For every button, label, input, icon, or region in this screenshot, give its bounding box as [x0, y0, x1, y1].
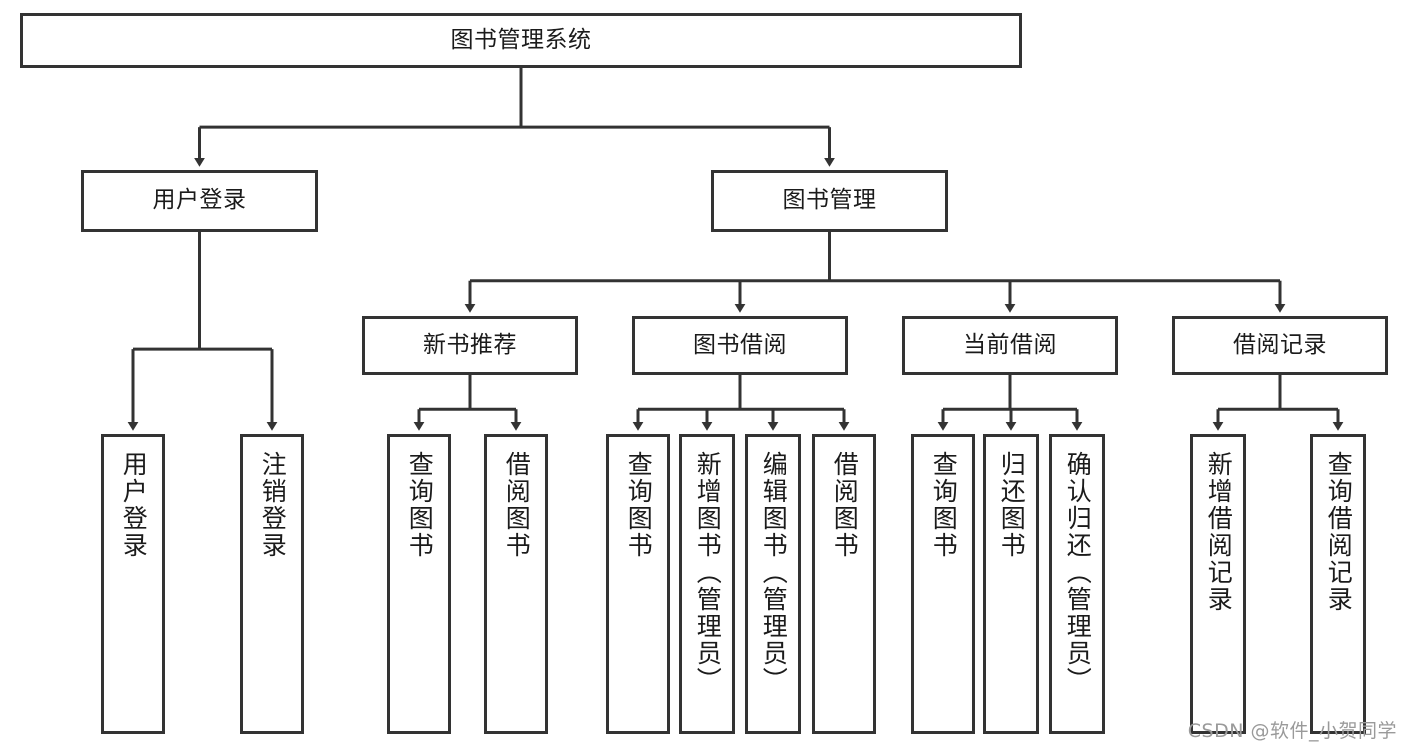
node-leaf-query-book-3-label: 查询图书: [929, 451, 959, 559]
node-leaf-return-book-label: 归还图书: [997, 451, 1027, 559]
node-book-borrow[interactable]: 图书借阅: [632, 316, 848, 375]
node-leaf-borrow-book-2[interactable]: 借阅图书: [812, 434, 876, 734]
node-leaf-confirm-return-label: 确认归还（管理员）: [1063, 451, 1093, 694]
node-leaf-return-book[interactable]: 归还图书: [983, 434, 1039, 734]
node-leaf-query-book-2-label: 查询图书: [624, 451, 654, 559]
node-user-login-label: 用户登录: [152, 187, 247, 214]
node-leaf-borrow-book-1[interactable]: 借阅图书: [484, 434, 548, 734]
node-leaf-query-book-3[interactable]: 查询图书: [911, 434, 975, 734]
node-leaf-add-book-label: 新增图书（管理员）: [693, 451, 723, 694]
node-current-borrow[interactable]: 当前借阅: [902, 316, 1118, 375]
node-leaf-confirm-return[interactable]: 确认归还（管理员）: [1049, 434, 1105, 734]
node-leaf-edit-book[interactable]: 编辑图书（管理员）: [745, 434, 801, 734]
node-new-book-recommend[interactable]: 新书推荐: [362, 316, 578, 375]
node-borrow-record-label: 借阅记录: [1233, 331, 1327, 358]
node-leaf-user-logout[interactable]: 注销登录: [240, 434, 304, 734]
node-leaf-query-book-1[interactable]: 查询图书: [387, 434, 451, 734]
node-root[interactable]: 图书管理系统: [20, 13, 1022, 68]
node-current-borrow-label: 当前借阅: [963, 331, 1057, 358]
node-new-book-recommend-label: 新书推荐: [423, 331, 517, 358]
node-leaf-query-record[interactable]: 查询借阅记录: [1310, 434, 1366, 734]
node-book-borrow-label: 图书借阅: [693, 331, 787, 358]
node-root-label: 图书管理系统: [450, 26, 592, 53]
node-leaf-add-record[interactable]: 新增借阅记录: [1190, 434, 1246, 734]
node-leaf-edit-book-label: 编辑图书（管理员）: [759, 451, 789, 694]
node-leaf-user-logout-label: 注销登录: [258, 451, 288, 559]
node-leaf-query-book-2[interactable]: 查询图书: [606, 434, 670, 734]
node-leaf-borrow-book-1-label: 借阅图书: [502, 451, 532, 559]
node-borrow-record[interactable]: 借阅记录: [1172, 316, 1388, 375]
node-leaf-user-login-label: 用户登录: [119, 451, 149, 559]
node-leaf-add-record-label: 新增借阅记录: [1204, 451, 1234, 613]
node-book-manage[interactable]: 图书管理: [711, 170, 948, 232]
watermark: CSDN @软件_小贺同学: [1187, 720, 1397, 742]
node-leaf-query-book-1-label: 查询图书: [405, 451, 435, 559]
node-leaf-add-book[interactable]: 新增图书（管理员）: [679, 434, 735, 734]
node-leaf-query-record-label: 查询借阅记录: [1324, 451, 1354, 613]
node-user-login[interactable]: 用户登录: [81, 170, 318, 232]
node-book-manage-label: 图书管理: [782, 187, 877, 214]
node-leaf-borrow-book-2-label: 借阅图书: [830, 451, 860, 559]
node-leaf-user-login[interactable]: 用户登录: [101, 434, 165, 734]
